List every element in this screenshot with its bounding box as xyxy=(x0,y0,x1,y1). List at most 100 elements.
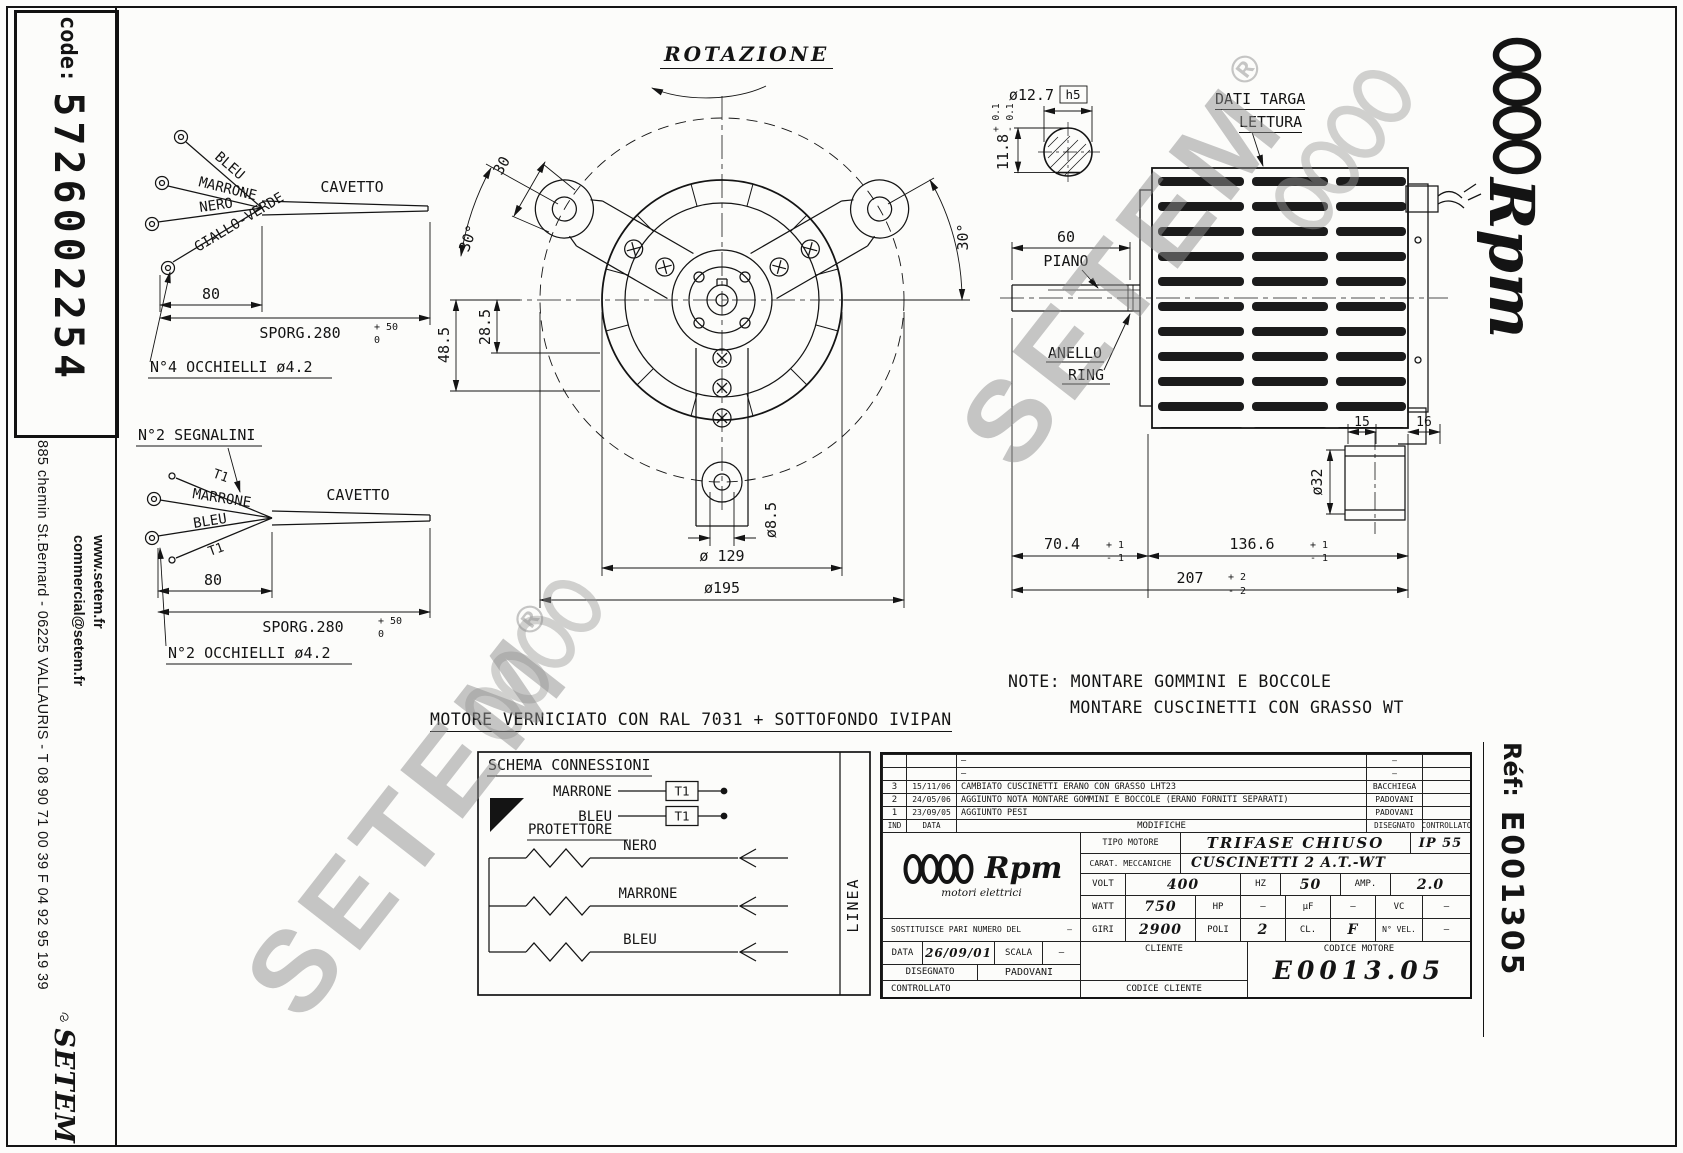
code-label: code: xyxy=(55,16,81,83)
linea-label: LINEA xyxy=(844,877,862,932)
tipo-motore-label: TIPO MOTORE xyxy=(1080,832,1180,853)
rev-ind: 3 xyxy=(882,780,906,793)
dim-32: ø32 xyxy=(1308,468,1326,495)
website: www.setem.fr xyxy=(90,535,106,629)
volt-value: 400 xyxy=(1125,873,1240,895)
rev-date: 23/09/05 xyxy=(906,806,956,819)
segnalini-title: N°2 SEGNALINI xyxy=(138,426,255,444)
rev-ind xyxy=(882,754,906,767)
front-view-dimensions xyxy=(450,85,970,608)
rev-desc: — xyxy=(956,767,1366,780)
dim-sporg2-tol-plus: + 50 xyxy=(378,616,402,627)
hz-label: HZ xyxy=(1240,873,1280,895)
cavetto-label-2: CAVETTO xyxy=(326,486,389,504)
rev-ctrl xyxy=(1422,767,1470,780)
protettore-symbol xyxy=(490,798,524,832)
dim-arm-width: 30 xyxy=(489,153,514,178)
rev-date: 24/05/06 xyxy=(906,793,956,806)
dim-70-4: 70.4 xyxy=(1044,535,1080,553)
setem-wordmark: SETEM xyxy=(48,1028,80,1144)
dim-48-5: 48.5 xyxy=(435,327,453,363)
rev-by: PADOVANI xyxy=(1366,793,1422,806)
dim-sporg-tol-plus: + 50 xyxy=(374,322,398,333)
ref-label: Réf: xyxy=(1498,742,1526,797)
code-text: code: 5726002254 xyxy=(24,16,112,426)
rev-ind: 2 xyxy=(882,793,906,806)
occhielli-note: N°4 OCCHIELLI ø4.2 xyxy=(150,358,313,376)
uf-value: — xyxy=(1330,895,1375,918)
address-line: 885 chemin St.Bernard - 06225 VALLAURIS … xyxy=(34,440,50,990)
codice-motore-cell: CODICE MOTORE E0013.05 xyxy=(1247,941,1470,997)
dim-shaft-fit: h5 xyxy=(1065,87,1080,102)
setem-swirl-icon xyxy=(59,1012,69,1022)
dim-sporg-tol-minus: 0 xyxy=(374,335,380,346)
rev-by: BACCHIEGA xyxy=(1366,780,1422,793)
ip-rating: IP 55 xyxy=(1410,832,1470,853)
motor-front-view xyxy=(498,96,948,527)
hp-label: HP xyxy=(1195,895,1240,918)
rev-ctrl xyxy=(1422,793,1470,806)
schema-bleu: BLEU xyxy=(578,809,612,825)
dim-129: ø 129 xyxy=(699,547,744,565)
schema-t1-bottom: T1 xyxy=(674,809,689,824)
cliente-cell: CLIENTE xyxy=(1080,941,1247,980)
dim-15: 15 xyxy=(1354,415,1370,430)
hp-value: — xyxy=(1240,895,1285,918)
winding-marrone xyxy=(489,896,788,916)
winding-label-bleu: BLEU xyxy=(623,932,657,948)
watt-value: 750 xyxy=(1125,895,1195,918)
sostituisce-cell: SOSTITUISCE PARI NUMERO DEL — xyxy=(882,918,1080,941)
winding-nero xyxy=(489,848,788,868)
rev-desc: AGGIUNTO PESI xyxy=(956,806,1366,819)
rev-desc: — xyxy=(956,754,1366,767)
controllato-label: CONTROLLATO xyxy=(882,980,1080,997)
rev-by: PADOVANI xyxy=(1366,806,1422,819)
dim-flat-tol-minus: - 0.1 xyxy=(1005,103,1016,132)
sostituisce-label: SOSTITUISCE PARI NUMERO DEL xyxy=(891,925,1022,934)
rev-ind xyxy=(882,767,906,780)
amp-value: 2.0 xyxy=(1390,873,1470,895)
tol-136-plus: + 1 xyxy=(1310,540,1328,551)
rev-ctrl xyxy=(1422,754,1470,767)
brand-spring-icon xyxy=(903,854,974,885)
occhielli-note-2: N°2 OCCHIELLI ø4.2 xyxy=(168,644,331,662)
paint-note: MOTORE VERNICIATO CON RAL 7031 + SOTTOFO… xyxy=(430,710,952,732)
title-block: — — — — 3 15/11/06 CAMBIATO CUSCINETTI E… xyxy=(880,752,1472,999)
dim-flat-tol-plus: + 0.1 xyxy=(991,103,1002,132)
wire-label-nero: NERO xyxy=(198,195,234,216)
anello-label: ANELLO xyxy=(1048,344,1102,362)
sostituisce-value: — xyxy=(1067,925,1072,934)
vc-label: VC xyxy=(1375,895,1422,918)
vc-value: — xyxy=(1422,895,1470,918)
amp-label: AMP. xyxy=(1340,873,1390,895)
rev-date: 15/11/06 xyxy=(906,780,956,793)
contact-block: www.setem.fr commercial@setem.fr xyxy=(66,535,108,750)
winding-label-marrone: MARRONE xyxy=(618,886,677,902)
rev-header-controllato: CONTROLLATO xyxy=(1422,819,1470,832)
rev-header-modifiche: MODIFICHE xyxy=(956,819,1366,832)
watt-label: WATT xyxy=(1080,895,1125,918)
scala-label: SCALA xyxy=(994,941,1042,964)
reference-block: Réf: E001305 xyxy=(1483,742,1540,1037)
volt-label: VOLT xyxy=(1080,873,1125,895)
disegnato-value: PADOVANI xyxy=(977,964,1080,980)
rev-header-ind: IND xyxy=(882,819,906,832)
rev-ind: 1 xyxy=(882,806,906,819)
side-view-dimensions xyxy=(1011,85,1441,598)
cavetto-label: CAVETTO xyxy=(320,178,383,196)
rev-ctrl xyxy=(1422,806,1470,819)
rev-date xyxy=(906,767,956,780)
rev-desc: AGGIUNTO NOTA MONTARE GOMMINI E BOCCOLE … xyxy=(956,793,1366,806)
rpm-spring-logo xyxy=(1496,41,1538,171)
dim-80-2: 80 xyxy=(204,571,222,589)
poli-label: POLI xyxy=(1195,918,1240,941)
scala-value: — xyxy=(1042,941,1080,964)
vel-value: — xyxy=(1422,918,1470,941)
dim-60: 60 xyxy=(1057,228,1075,246)
segnalini-t1-top: T1 xyxy=(211,467,231,486)
dim-80: 80 xyxy=(202,285,220,303)
codice-motore-label: CODICE MOTORE xyxy=(1323,944,1395,954)
motor-code-value: E0013.05 xyxy=(1272,956,1446,985)
rotazione-label: ROTAZIONE xyxy=(660,42,834,69)
rpm-wordmark: Rpm xyxy=(1475,178,1549,339)
